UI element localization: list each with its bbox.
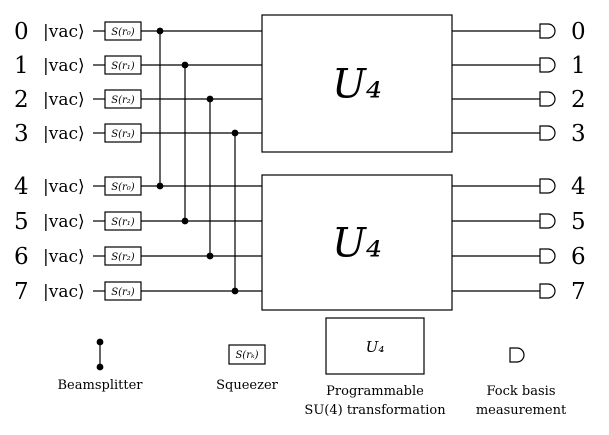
squeezer-box-0 [104, 21, 142, 41]
legend-unitary-box [325, 317, 425, 375]
measurement-icon-7 [539, 283, 556, 299]
measurement-icon-5 [539, 213, 556, 229]
mode-index-2: 2 [14, 87, 29, 113]
beamsplitter-dot-top-0 [156, 27, 164, 35]
squeezer-label-5: S(r₁) [111, 217, 135, 228]
mode-index-6: 6 [14, 244, 29, 270]
squeezer-label-2: S(r₂) [111, 95, 135, 106]
squeezer-box-1 [104, 55, 142, 75]
beamsplitter-dot-top-3 [231, 129, 239, 137]
mode-index-3: 3 [14, 121, 29, 147]
squeezer-box-2 [104, 89, 142, 109]
wires-layer [93, 30, 540, 292]
squeezer-box-4 [104, 176, 142, 196]
mode-index-1: 1 [14, 53, 29, 79]
beamsplitter-dot-top-2 [206, 95, 214, 103]
vacuum-input-7: |vac⟩ [43, 282, 85, 302]
mode-index-7: 7 [14, 279, 29, 305]
unitary-label-0: U₄ [332, 62, 382, 108]
squeezer-label-3: S(r₃) [111, 129, 135, 140]
squeezer-box-6 [104, 246, 142, 266]
legend-measurement-line2: measurement [476, 403, 567, 418]
legend-unitary-line2: SU(4) transformation [304, 403, 446, 418]
measurement-icon-3 [539, 125, 556, 141]
output-index-1: 1 [571, 53, 586, 79]
measurement-icon-2 [539, 91, 556, 107]
vacuum-input-0: |vac⟩ [43, 22, 85, 42]
squeezer-label-0: S(r₀) [111, 27, 135, 38]
vacuum-input-3: |vac⟩ [43, 124, 85, 144]
unitary-label-1: U₄ [332, 221, 382, 267]
beamsplitter-dot-top-1 [181, 61, 189, 69]
output-index-2: 2 [571, 87, 586, 113]
squeezer-label-1: S(r₁) [111, 61, 135, 72]
components-layer [104, 14, 556, 311]
legend-measurement-icon [509, 347, 525, 363]
mode-index-0: 0 [14, 19, 29, 45]
vacuum-input-6: |vac⟩ [43, 247, 85, 267]
legend-unitary-symbol: U₄ [366, 338, 385, 356]
measurement-icon-6 [539, 248, 556, 264]
output-index-0: 0 [571, 19, 586, 45]
beamsplitter-dot-bottom-1 [181, 217, 189, 225]
legend: Beamsplitter S(rₖ) Squeezer U₄ Programma… [58, 317, 567, 418]
vacuum-input-1: |vac⟩ [43, 56, 85, 76]
squeezer-box-5 [104, 211, 142, 231]
legend-unitary-line1: Programmable [326, 384, 424, 399]
measurement-icon-4 [539, 178, 556, 194]
legend-squeezer-label: Squeezer [216, 378, 279, 393]
output-index-5: 5 [571, 209, 586, 235]
mode-index-4: 4 [14, 174, 29, 200]
legend-beamsplitter-dot-top [96, 338, 104, 346]
squeezer-label-4: S(r₀) [111, 182, 135, 193]
legend-squeezer-symbol: S(rₖ) [235, 350, 258, 361]
legend-squeezer-box [228, 344, 266, 365]
vacuum-input-4: |vac⟩ [43, 177, 85, 197]
legend-beamsplitter-label: Beamsplitter [58, 378, 144, 393]
beamsplitter-dot-bottom-3 [231, 287, 239, 295]
beamsplitters-layer [156, 27, 239, 295]
labels-layer: 0 |vac⟩ S(r₀) 0 1 |vac⟩ S(r₁) 1 2 |vac⟩ S(r₂) 2 3 |va… [14, 19, 586, 305]
squeezer-label-6: S(r₂) [111, 252, 135, 263]
unitary-box-0 [261, 14, 453, 153]
unitary-box-1 [261, 174, 453, 311]
mode-index-5: 5 [14, 209, 29, 235]
squeezer-box-7 [104, 281, 142, 301]
vacuum-input-5: |vac⟩ [43, 212, 85, 232]
squeezer-box-3 [104, 123, 142, 143]
squeezer-label-7: S(r₃) [111, 287, 135, 298]
beamsplitter-dot-bottom-0 [156, 182, 164, 190]
legend-measurement-line1: Fock basis [487, 384, 556, 399]
vacuum-input-2: |vac⟩ [43, 90, 85, 110]
beamsplitter-dot-bottom-2 [206, 252, 214, 260]
measurement-icon-0 [539, 23, 556, 39]
legend-beamsplitter-dot-bottom [96, 363, 104, 371]
measurement-icon-1 [539, 57, 556, 73]
output-index-3: 3 [571, 121, 586, 147]
output-index-6: 6 [571, 244, 586, 270]
output-index-4: 4 [571, 174, 586, 200]
output-index-7: 7 [571, 279, 586, 305]
